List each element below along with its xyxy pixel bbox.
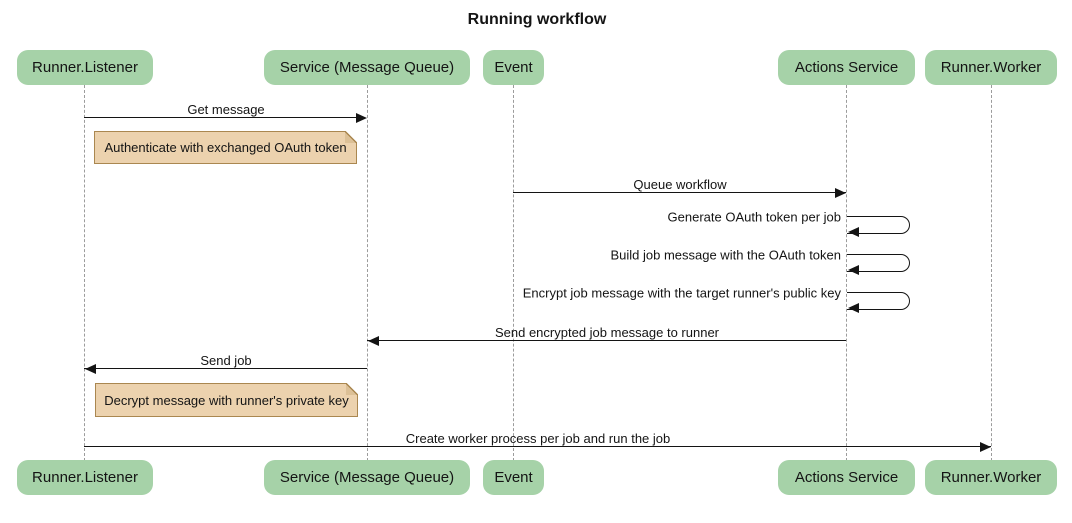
arrowhead-left-icon [848,303,859,313]
actor-bottom-event: Event [483,460,544,495]
self-loop-arrow [847,216,910,234]
self-loop-arrow [847,254,910,272]
actor-top-service-message-queue: Service (Message Queue) [264,50,470,85]
message-label-queue-workflow: Queue workflow [633,177,727,192]
message-arrow-queue-workflow [513,192,846,193]
message-arrow-create-worker [84,446,991,447]
lifeline-runner-worker [991,85,992,461]
arrowhead-left-icon [848,227,859,237]
lifeline-runner-listener [84,85,85,461]
message-label-encrypt-job-message: Encrypt job message with the target runn… [522,285,841,301]
actor-top-runner-worker: Runner.Worker [925,50,1057,85]
message-label-build-job-message: Build job message with the OAuth token [610,247,841,263]
message-label-create-worker: Create worker process per job and run th… [405,431,671,446]
actor-bottom-service-message-queue: Service (Message Queue) [264,460,470,495]
self-loop-arrow [847,292,910,310]
actor-bottom-actions-service: Actions Service [778,460,915,495]
arrowhead-left-icon [848,265,859,275]
message-arrow-get-message [84,117,357,118]
note-decrypt: Decrypt message with runner's private ke… [95,383,358,417]
arrowhead-right-icon [356,113,367,123]
message-label-generate-oauth-token: Generate OAuth token per job [667,209,841,225]
arrowhead-right-icon [980,442,991,452]
note-text: Authenticate with exchanged OAuth token [104,140,347,155]
message-arrow-send-job [84,368,367,369]
note-fold-icon [345,131,357,143]
lifeline-service-message-queue [367,85,368,461]
actor-bottom-runner-listener: Runner.Listener [17,460,153,495]
lifeline-event [513,85,514,461]
actor-top-runner-listener: Runner.Listener [17,50,153,85]
arrowhead-left-icon [85,364,96,374]
lifeline-actions-service [846,85,847,461]
message-label-get-message: Get message [187,102,265,117]
note-authenticate: Authenticate with exchanged OAuth token [94,131,357,164]
actor-bottom-runner-worker: Runner.Worker [925,460,1057,495]
arrowhead-left-icon [368,336,379,346]
message-arrow-send-encrypted [367,340,846,341]
actor-top-event: Event [483,50,544,85]
actor-top-actions-service: Actions Service [778,50,915,85]
message-label-send-encrypted: Send encrypted job message to runner [494,325,720,340]
message-label-send-job: Send job [200,353,252,368]
note-fold-icon [346,383,358,395]
note-text: Decrypt message with runner's private ke… [104,392,349,408]
arrowhead-right-icon [835,188,846,198]
diagram-title: Running workflow [467,11,607,28]
